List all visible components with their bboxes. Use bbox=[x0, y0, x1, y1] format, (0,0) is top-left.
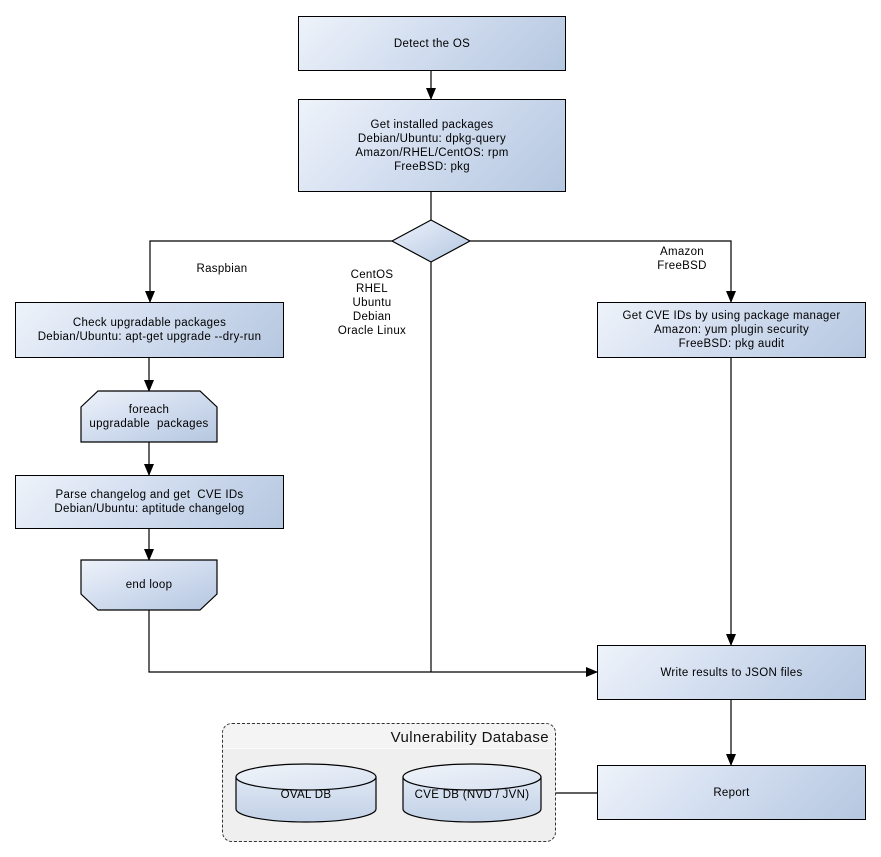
branch-label-amazon-freebsd: Amazon FreeBSD bbox=[657, 246, 707, 272]
cve-db-label: CVE DB (NVD / JVN) bbox=[414, 789, 530, 801]
oval-db-cylinder bbox=[235, 763, 377, 823]
node-detect-os: Detect the OS bbox=[298, 16, 566, 71]
node-end-loop-shape bbox=[80, 559, 218, 611]
node-parse-changelog: Parse changelog and get CVE IDs Debian/U… bbox=[15, 475, 284, 529]
oval-db-cylinder-top bbox=[235, 763, 377, 791]
connector-decision-to-getcveids bbox=[470, 240, 736, 303]
connector-endloop-to-writeresults bbox=[148, 610, 598, 677]
node-write-results: Write results to JSON files bbox=[597, 645, 866, 700]
branch-label-raspbian: Raspbian bbox=[196, 263, 248, 275]
cve-db-cylinder bbox=[402, 763, 542, 823]
node-foreach-loop-shape bbox=[80, 390, 218, 443]
node-get-cve-ids: Get CVE IDs by using package manager Ama… bbox=[597, 302, 866, 358]
node-check-upgradable-packages: Check upgradable packages Debian/Ubuntu:… bbox=[15, 302, 284, 358]
vulnerability-database-header: Vulnerability Database bbox=[223, 724, 555, 749]
oval-db-label: OVAL DB bbox=[280, 789, 332, 801]
node-get-installed-packages: Get installed packages Debian/Ubuntu: dp… bbox=[298, 99, 566, 192]
node-foreach-loop-label: foreach upgradable packages bbox=[89, 403, 209, 430]
branch-label-redhat-family: CentOS RHEL Ubuntu Debian Oracle Linux bbox=[337, 269, 407, 337]
node-end-loop-label: end loop bbox=[125, 579, 173, 591]
vulnerability-database-title: Vulnerability Database bbox=[390, 728, 549, 746]
cve-db-cylinder-top bbox=[402, 763, 542, 791]
decision-diamond bbox=[390, 219, 472, 263]
node-report: Report bbox=[597, 765, 866, 820]
connector-decision-to-check-upgradable bbox=[145, 240, 392, 303]
